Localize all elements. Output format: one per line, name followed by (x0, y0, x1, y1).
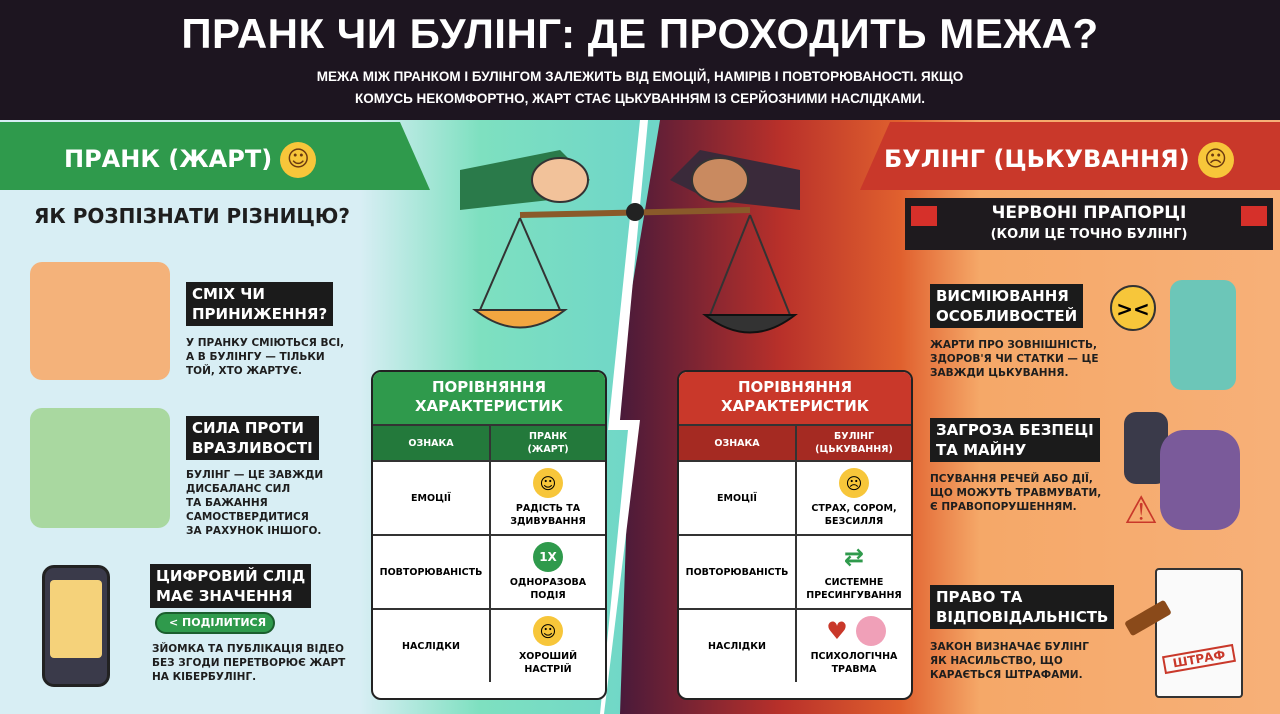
feature-cell: ПОВТОРЮВАНІСТЬ (373, 536, 491, 608)
red-flags-banner: ЧЕРВОНІ ПРАПОРЦІ (КОЛИ ЦЕ ТОЧНО БУЛІНГ) (905, 198, 1273, 250)
high-five-illustration (30, 408, 170, 528)
left-pan (472, 309, 568, 329)
feature-cell: ПОВТОРЮВАНІСТЬ (679, 536, 797, 608)
once-badge-icon: 1X (533, 542, 563, 572)
fearful-face-icon: ☹ (839, 468, 869, 498)
right-hand-icon (691, 157, 749, 203)
left-hand-icon (531, 157, 589, 203)
smiling-face-icon: ☺ (533, 616, 563, 646)
sad-boy-illustration (1170, 280, 1236, 390)
column-header: ОЗНАКА (373, 426, 491, 460)
prank-banner-label: ПРАНК (ЖАРТ) (64, 145, 273, 173)
item-text: ЖАРТИ ПРО ЗОВНІШНІСТЬ,ЗДОРОВ'Я ЧИ СТАТКИ… (930, 339, 1099, 379)
prank-banner: ПРАНК (ЖАРТ)☺ (0, 122, 430, 190)
item-text: У ПРАНКУ СМІЮТЬСЯ ВСІ,А В БУЛІНГУ — ТІЛЬ… (186, 337, 345, 377)
share-button[interactable]: < ПОДІЛИТИСЯ (155, 612, 275, 634)
share-label: ПОДІЛИТИСЯ (182, 616, 267, 629)
scales-illustration (460, 150, 800, 334)
fine-stamp: ШТРАФ (1161, 643, 1237, 675)
column-header: БУЛІНГ(ЦЬКУВАННЯ) (815, 431, 893, 455)
phone-illustration (42, 565, 110, 687)
warning-icon: ⚠ (1124, 488, 1159, 532)
bullying-banner: БУЛІНГ (ЦЬКУВАННЯ)☹ (860, 122, 1280, 190)
header: ПРАНК ЧИ БУЛІНГ: ДЕ ПРОХОДИТЬ МЕЖА? МЕЖА… (0, 0, 1280, 120)
broken-heart-icon: ♥ (826, 616, 848, 645)
table-header-row: ОЗНАКА ПРАНК(ЖАРТ) (373, 424, 605, 460)
fine-document-illustration: ШТРАФ (1155, 568, 1243, 698)
red-flag-icon (911, 206, 937, 226)
page-title: ПРАНК ЧИ БУЛІНГ: ДЕ ПРОХОДИТЬ МЕЖА? (181, 10, 1099, 57)
grinning-face-icon: ☺ (280, 142, 317, 178)
subtitle: МЕЖА МІЖ ПРАНКОМ І БУЛІНГОМ ЗАЛЕЖИТЬ ВІД… (0, 66, 1280, 110)
column-header: ОЗНАКА (679, 426, 797, 460)
column-header: ПРАНК(ЖАРТ) (527, 431, 569, 455)
feature-cell: ЕМОЦІЇ (679, 462, 797, 534)
repeat-icon: ⇄ (843, 542, 865, 571)
scale-pivot (626, 203, 644, 221)
tears-of-joy-icon: ☺ (533, 468, 563, 498)
angry-face-icon: >< (1110, 285, 1156, 331)
scale-strings (479, 214, 791, 316)
table-row: ЕМОЦІЇ☹СТРАХ, СОРОМ,БЕЗСИЛЛЯ (679, 460, 911, 534)
bullying-banner-label: БУЛІНГ (ЦЬКУВАННЯ) (884, 145, 1190, 173)
crying-face-icon: ☹ (1197, 142, 1234, 178)
brain-icon (856, 616, 886, 646)
feature-cell: ЕМОЦІЇ (373, 462, 491, 534)
right-pan (702, 314, 798, 334)
feature-cell: НАСЛІДКИ (679, 610, 797, 682)
subtitle-line: КОМУСЬ НЕКОМФОРТНО, ЖАРТ СТАЄ ЦЬКУВАННЯМ… (354, 91, 926, 106)
share-icon: < (169, 616, 183, 629)
subtitle-line: МЕЖА МІЖ ПРАНКОМ І БУЛІНГОМ ЗАЛЕЖИТЬ ВІД… (316, 69, 964, 84)
backpack-illustration (1160, 430, 1240, 530)
value-cell: ☹СТРАХ, СОРОМ,БЕЗСИЛЛЯ (797, 462, 911, 534)
red-flag-icon (1241, 206, 1267, 226)
table-header-row: ОЗНАКА БУЛІНГ(ЦЬКУВАННЯ) (679, 424, 911, 460)
feature-cell: НАСЛІДКИ (373, 610, 491, 682)
laughing-kids-illustration (30, 262, 170, 380)
red-flags-title: ЧЕРВОНІ ПРАПОРЦІ (991, 203, 1187, 223)
item-text: ПСУВАННЯ РЕЧЕЙ АБО ДІЇ,ЩО МОЖУТЬ ТРАВМУВ… (930, 473, 1102, 513)
section-title: ЯК РОЗПІЗНАТИ РІЗНИЦЮ? (34, 204, 350, 228)
red-flags-subtitle: (КОЛИ ЦЕ ТОЧНО БУЛІНГ) (990, 227, 1188, 242)
